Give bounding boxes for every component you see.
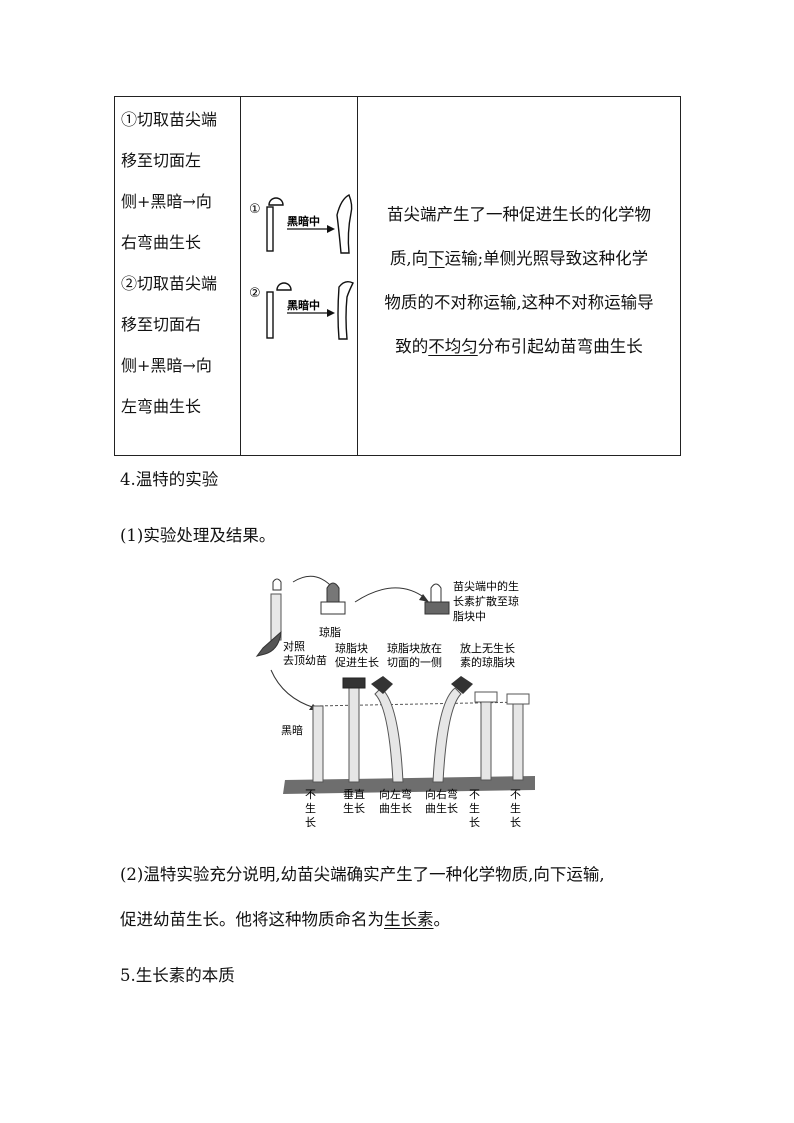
diffuse-label: 脂块中 [453,609,486,623]
result-label: 向右弯 [425,787,458,801]
answer-underline: 生长素 [384,910,434,929]
label-c: 放上无生长 [460,641,515,655]
dark-label: 黑暗中 [287,298,320,312]
procedure-line: ①切取苗尖端 [121,110,218,129]
bent-seedling-left-icon [337,280,354,340]
table-divider-1 [240,97,241,455]
dark-label: 黑暗中 [287,214,320,228]
result-label: 垂直 [343,787,365,801]
seedling-control-icon [312,705,324,783]
label-c: 素的琼脂块 [460,655,515,669]
procedure-line: ②切取苗尖端 [121,274,218,293]
result-label: 向左弯 [379,787,412,801]
cut-stem-icon [266,206,274,252]
result-label: 曲生长 [379,801,412,815]
result-label: 长 [510,816,521,829]
conclusion-line: 苗尖端产生了一种促进生长的化学物 [387,205,651,224]
experiment-table: ①切取苗尖端 移至切面左 侧+黑暗→向 右弯曲生长 ②切取苗尖端 移至切面右 侧… [114,96,681,456]
seedling-diagram: ① 黑暗中 ② 黑暗中 [249,194,354,340]
agar-block-icon [320,601,346,615]
agar-label: 琼脂 [319,625,341,639]
procedure-line: 侧+黑暗→向 [121,356,212,375]
label-b: 切面的一侧 [387,655,442,669]
dark-label: 黑暗 [281,723,303,737]
cut-tip-icon [276,282,292,291]
diffuse-label: 长素扩散至琼 [453,594,519,608]
seedling-plain-agar-icon [512,701,524,781]
seedling-bend-left-icon [374,687,404,783]
coleoptile-tip-icon [272,578,282,591]
cut-tip-icon [268,197,284,206]
fig2-number: ② [249,286,261,301]
cut-stem-icon [266,291,274,339]
result-label: 生 [510,801,521,815]
label-b: 琼脂块放在 [387,641,442,655]
result-label: 不 [305,788,316,801]
agar-block-icon [451,676,473,694]
result-label: 生 [469,801,480,815]
procedure-line: 左弯曲生长 [121,397,202,416]
agar-block-icon [474,691,498,703]
table-divider-2 [357,97,358,455]
soil-icon [283,776,535,794]
diffuse-label: 苗尖端中的生 [453,579,519,593]
result-label: 长 [469,816,480,829]
seedling-plain-agar-icon [480,699,492,781]
control-label: 对照 [283,639,305,653]
procedure-line: 侧+黑暗→向 [121,192,212,211]
table-cell-procedure: ①切取苗尖端 移至切面左 侧+黑暗→向 右弯曲生长 ②切取苗尖端 移至切面右 侧… [115,97,241,427]
agar-block-icon [506,693,530,705]
agar-block-icon [371,676,393,694]
seedling-bend-right-icon [432,687,462,783]
section-5-title: 5.生长素的本质 [120,966,235,985]
seedling-vertical-icon [348,685,360,783]
went-experiment-figure: 琼脂 苗尖端中的生 长素扩散至琼 脂块中 对照 去顶幼苗 琼脂块 促进生长 琼脂… [255,575,535,829]
answer-underline: 下 [428,249,445,268]
result-label: 生 [305,801,316,815]
procedure-line: 右弯曲生长 [121,233,202,252]
conclusion-line: 致的不均匀分布引起幼苗弯曲生长 [395,337,643,356]
procedure-line: 移至切面左 [121,151,202,170]
procedure-line: 移至切面右 [121,315,202,334]
bent-seedling-right-icon [336,194,353,254]
agar-block-icon [342,677,366,689]
conclusion-line: 物质的不对称运输,这种不对称运输导 [384,293,654,312]
conclusion-line: 质,向下运输;单侧光照导致这种化学 [389,249,649,268]
arrow-icon [327,225,335,233]
result-label: 曲生长 [425,801,458,815]
paragraph-2-line-1: (2)温特实验充分说明,幼苗尖端确实产生了一种化学物质,向下运输, [120,865,605,884]
section-4-title: 4.温特的实验 [120,470,219,489]
tip-on-agar-icon [326,582,340,603]
control-label: 去顶幼苗 [283,654,327,667]
label-a: 琼脂块 [335,641,368,655]
fig1-number: ① [249,202,261,217]
subsection-1: (1)实验处理及结果。 [120,526,276,545]
label-a: 促进生长 [335,655,379,669]
result-label: 不 [469,788,480,801]
answer-underline: 不均匀 [428,337,478,356]
agar-block-with-auxin-icon [424,601,450,615]
result-label: 长 [305,816,316,829]
paragraph-2-line-2: 促进幼苗生长。他将这种物质命名为生长素。 [120,910,450,929]
table-cell-conclusion: 苗尖端产生了一种促进生长的化学物 质,向下运输;单侧光照导致这种化学 物质的不对… [359,193,679,369]
arrow-icon [327,309,335,317]
result-label: 生长 [343,801,365,815]
result-label: 不 [510,788,521,801]
